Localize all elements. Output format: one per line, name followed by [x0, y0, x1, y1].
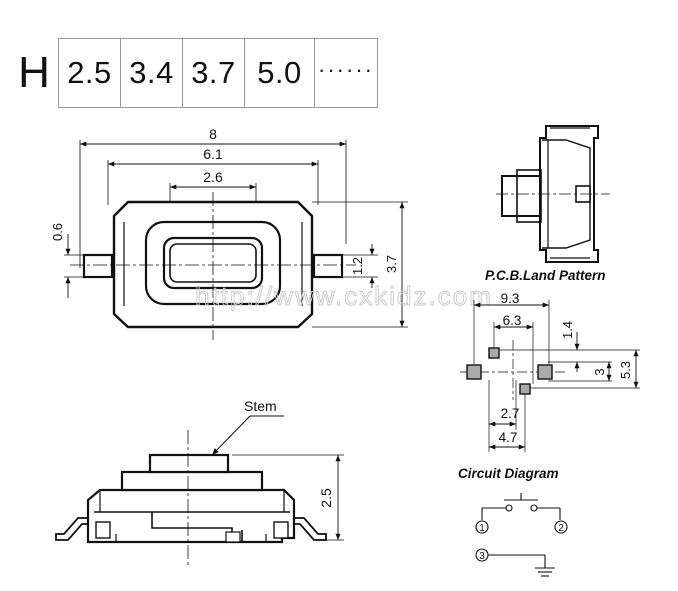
height-value-4: 5.0 [244, 38, 314, 108]
pin-2-circle [554, 520, 568, 534]
dim-pad-size: 1.4 [560, 321, 575, 339]
dim-stem-width: 2.6 [203, 169, 223, 185]
side-view-small [496, 125, 610, 263]
dim-overall-length: 8 [209, 126, 217, 142]
height-value-3: 3.7 [182, 38, 244, 108]
height-value-1: 2.5 [58, 38, 120, 108]
pin-2-label: 2 [558, 523, 564, 534]
dim-total: 5.3 [618, 361, 633, 379]
pcb-pads [466, 347, 553, 395]
height-value-2: 3.4 [120, 38, 182, 108]
dim-body-width: 3.7 [384, 255, 399, 273]
pin-3-label: 3 [479, 551, 485, 562]
dim-small-1: 2.7 [501, 406, 520, 421]
dim-gap: 3 [592, 368, 607, 375]
circuit-title: Circuit Diagram [458, 466, 559, 481]
dim-terminal-width: 1.2 [350, 257, 365, 275]
dim-pad-outer: 9.3 [501, 291, 520, 306]
dim-pad-inner: 6.3 [503, 313, 522, 328]
pcb-pattern [460, 300, 640, 452]
dim-small-2: 4.7 [499, 430, 518, 445]
height-value-more: ······ [314, 38, 378, 108]
pcb-title: P.C.B.Land Pattern [485, 268, 606, 283]
dim-body-length: 6.1 [203, 146, 223, 162]
top-view [64, 140, 408, 340]
dim-side-height: 2.5 [318, 488, 334, 508]
pcb-pad [537, 364, 553, 380]
circuit-schematic [475, 493, 568, 577]
pcb-pad [466, 364, 482, 380]
pin-1-circle [475, 520, 489, 534]
side-view [55, 415, 344, 566]
pcb-pad [519, 383, 531, 395]
pcb-pad [488, 347, 500, 359]
dim-terminal-thickness: 0.6 [50, 223, 65, 241]
stem-label: Stem [244, 398, 277, 414]
watermark-text: http://www.cxkidz.com [195, 281, 493, 311]
height-letter: H [18, 48, 50, 97]
pin-1-label: 1 [479, 523, 485, 534]
